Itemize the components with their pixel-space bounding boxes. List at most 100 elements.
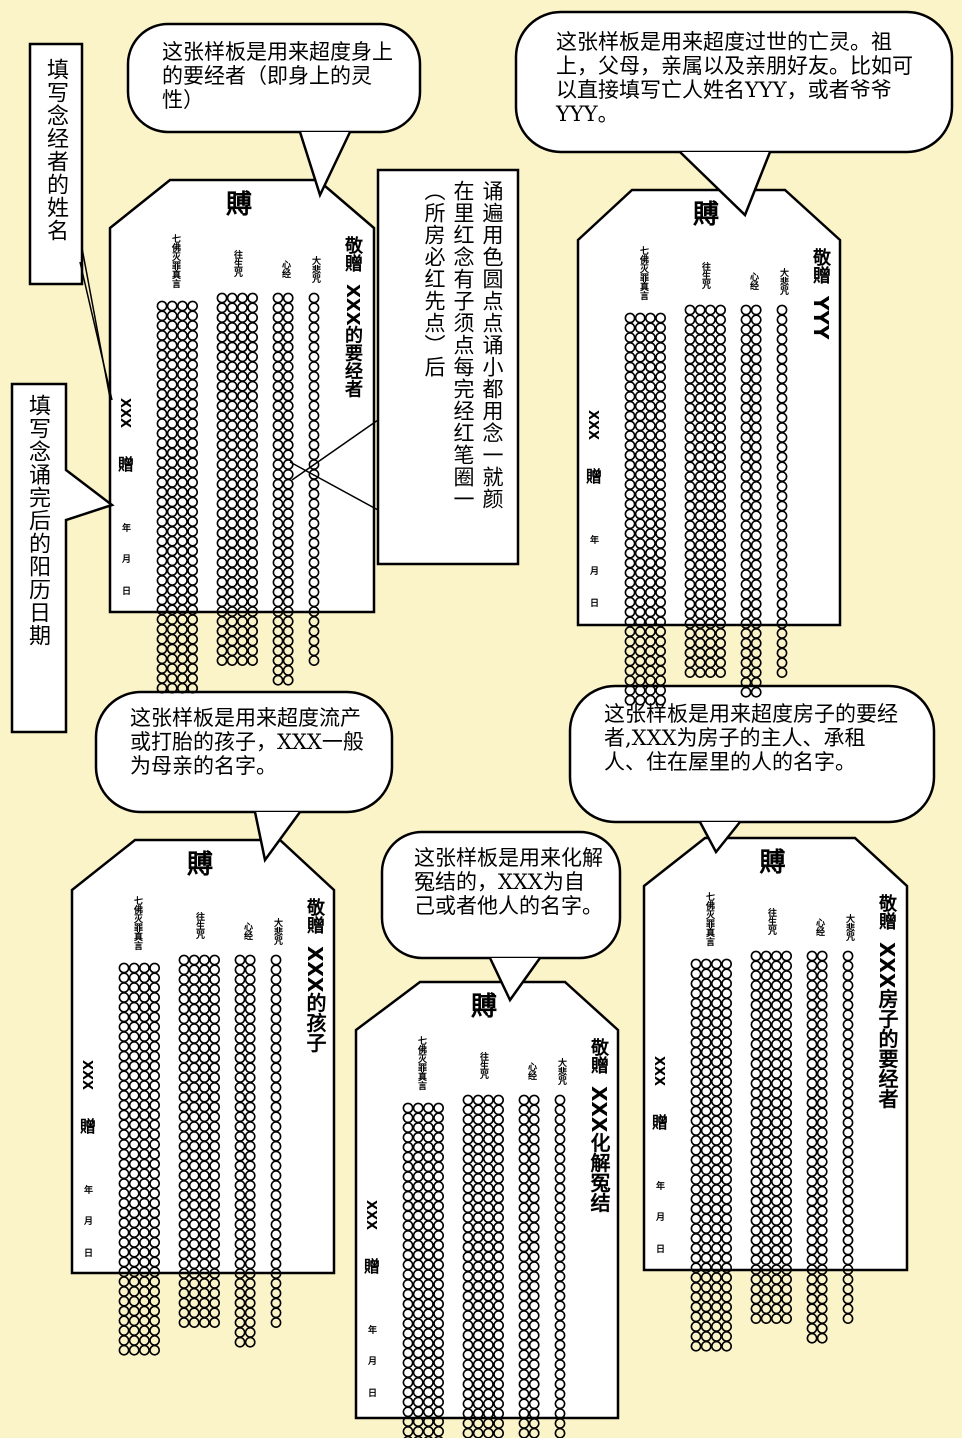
bead — [176, 663, 188, 674]
bead — [771, 1303, 782, 1315]
bead — [721, 1291, 732, 1303]
card-2-year: 年 — [588, 535, 598, 544]
bead — [634, 626, 646, 637]
card-1-title: 賻 — [226, 190, 253, 220]
card-4-outline — [354, 980, 620, 1420]
bead — [209, 1307, 220, 1319]
bead — [806, 1313, 818, 1324]
bead — [771, 1274, 782, 1285]
bead — [645, 694, 656, 706]
card-5-beads-qifo — [690, 958, 732, 1352]
bead — [645, 675, 656, 686]
bead — [187, 682, 198, 694]
bead — [166, 614, 178, 625]
shapes — [10, 10, 954, 1420]
bead — [282, 635, 294, 647]
bead — [816, 1303, 828, 1315]
bead — [244, 1297, 256, 1309]
fill-label-box — [376, 168, 520, 566]
bead — [634, 675, 646, 686]
bead — [776, 657, 788, 669]
bead — [272, 645, 284, 657]
bead — [655, 694, 666, 706]
bead — [247, 625, 258, 637]
bead — [760, 1274, 772, 1285]
bead — [694, 647, 706, 659]
bead — [694, 657, 706, 669]
bead — [740, 637, 752, 649]
bead — [234, 1307, 246, 1319]
bead — [216, 645, 228, 657]
callout-bottom-middle-tail — [488, 957, 542, 1003]
card-4-year: 年 — [366, 1325, 376, 1334]
bead — [715, 657, 726, 669]
card-1-header-dabei: 大悲咒 — [310, 256, 320, 283]
card-5-jingzeng: 敬贈 — [876, 894, 897, 930]
bead — [128, 1335, 140, 1346]
bead — [750, 657, 762, 669]
bead — [156, 653, 168, 665]
bead — [166, 633, 178, 645]
bead — [634, 694, 646, 706]
bead — [806, 1332, 818, 1344]
bead — [705, 628, 716, 639]
bead — [493, 1427, 504, 1438]
callout-top-left-bubble — [126, 22, 422, 134]
bead — [750, 1293, 762, 1305]
bead — [176, 673, 188, 684]
bead — [528, 1427, 540, 1438]
bead — [472, 1427, 484, 1438]
bead — [721, 1272, 732, 1283]
bead — [776, 667, 788, 678]
card-2-beads-wangsheng — [684, 304, 726, 678]
card-4-day: 日 — [366, 1388, 376, 1397]
bead — [781, 1313, 792, 1324]
card-4-month: 月 — [366, 1356, 376, 1365]
card-3-header-xinjing: 心经 — [242, 922, 252, 940]
bead — [760, 1283, 772, 1295]
bead — [700, 1331, 712, 1342]
card-5-sender: XXX — [651, 1056, 666, 1087]
card-4-beads-wangsheng — [462, 1094, 504, 1438]
card-3-year: 年 — [82, 1185, 92, 1194]
card-4-beads-qifo — [402, 1102, 444, 1438]
date-label-box — [10, 382, 115, 734]
bead — [176, 633, 188, 645]
bead — [518, 1418, 530, 1429]
bead — [187, 624, 198, 635]
bead — [645, 636, 656, 647]
bead — [472, 1418, 484, 1429]
card-4-title: 賻 — [471, 992, 498, 1022]
bead — [308, 635, 320, 647]
bead — [624, 694, 636, 706]
bead — [188, 1287, 200, 1299]
card-1-header-wangsheng: 往生咒 — [232, 250, 242, 277]
card-4-sender-zeng: 贈 — [361, 1258, 380, 1274]
bead — [433, 1426, 444, 1437]
card-1-sender: XXX — [117, 398, 132, 429]
card-2-month: 月 — [588, 566, 598, 575]
bead — [234, 1336, 246, 1348]
bead — [816, 1332, 828, 1344]
card-1-jingzeng: 敬贈 — [342, 236, 363, 272]
bead — [138, 1286, 150, 1297]
bead — [149, 1344, 160, 1356]
card-1-day: 日 — [120, 586, 130, 595]
bead — [198, 1307, 210, 1319]
bead — [176, 653, 188, 665]
card-4-jingzeng: 敬贈 — [588, 1038, 609, 1074]
card-3-beads-wangsheng — [178, 954, 220, 1328]
card-3-sender-zeng: 贈 — [77, 1118, 96, 1134]
bead — [750, 667, 762, 678]
bead — [842, 1283, 854, 1295]
bead — [156, 614, 168, 625]
bead — [655, 645, 666, 657]
bead — [806, 1323, 818, 1334]
bead — [760, 1303, 772, 1315]
bead — [244, 1327, 256, 1338]
bead — [244, 1317, 256, 1328]
bead — [806, 1274, 818, 1285]
bead — [226, 655, 238, 666]
card-4-header-xinjing: 心经 — [526, 1062, 536, 1080]
bead — [645, 645, 656, 657]
